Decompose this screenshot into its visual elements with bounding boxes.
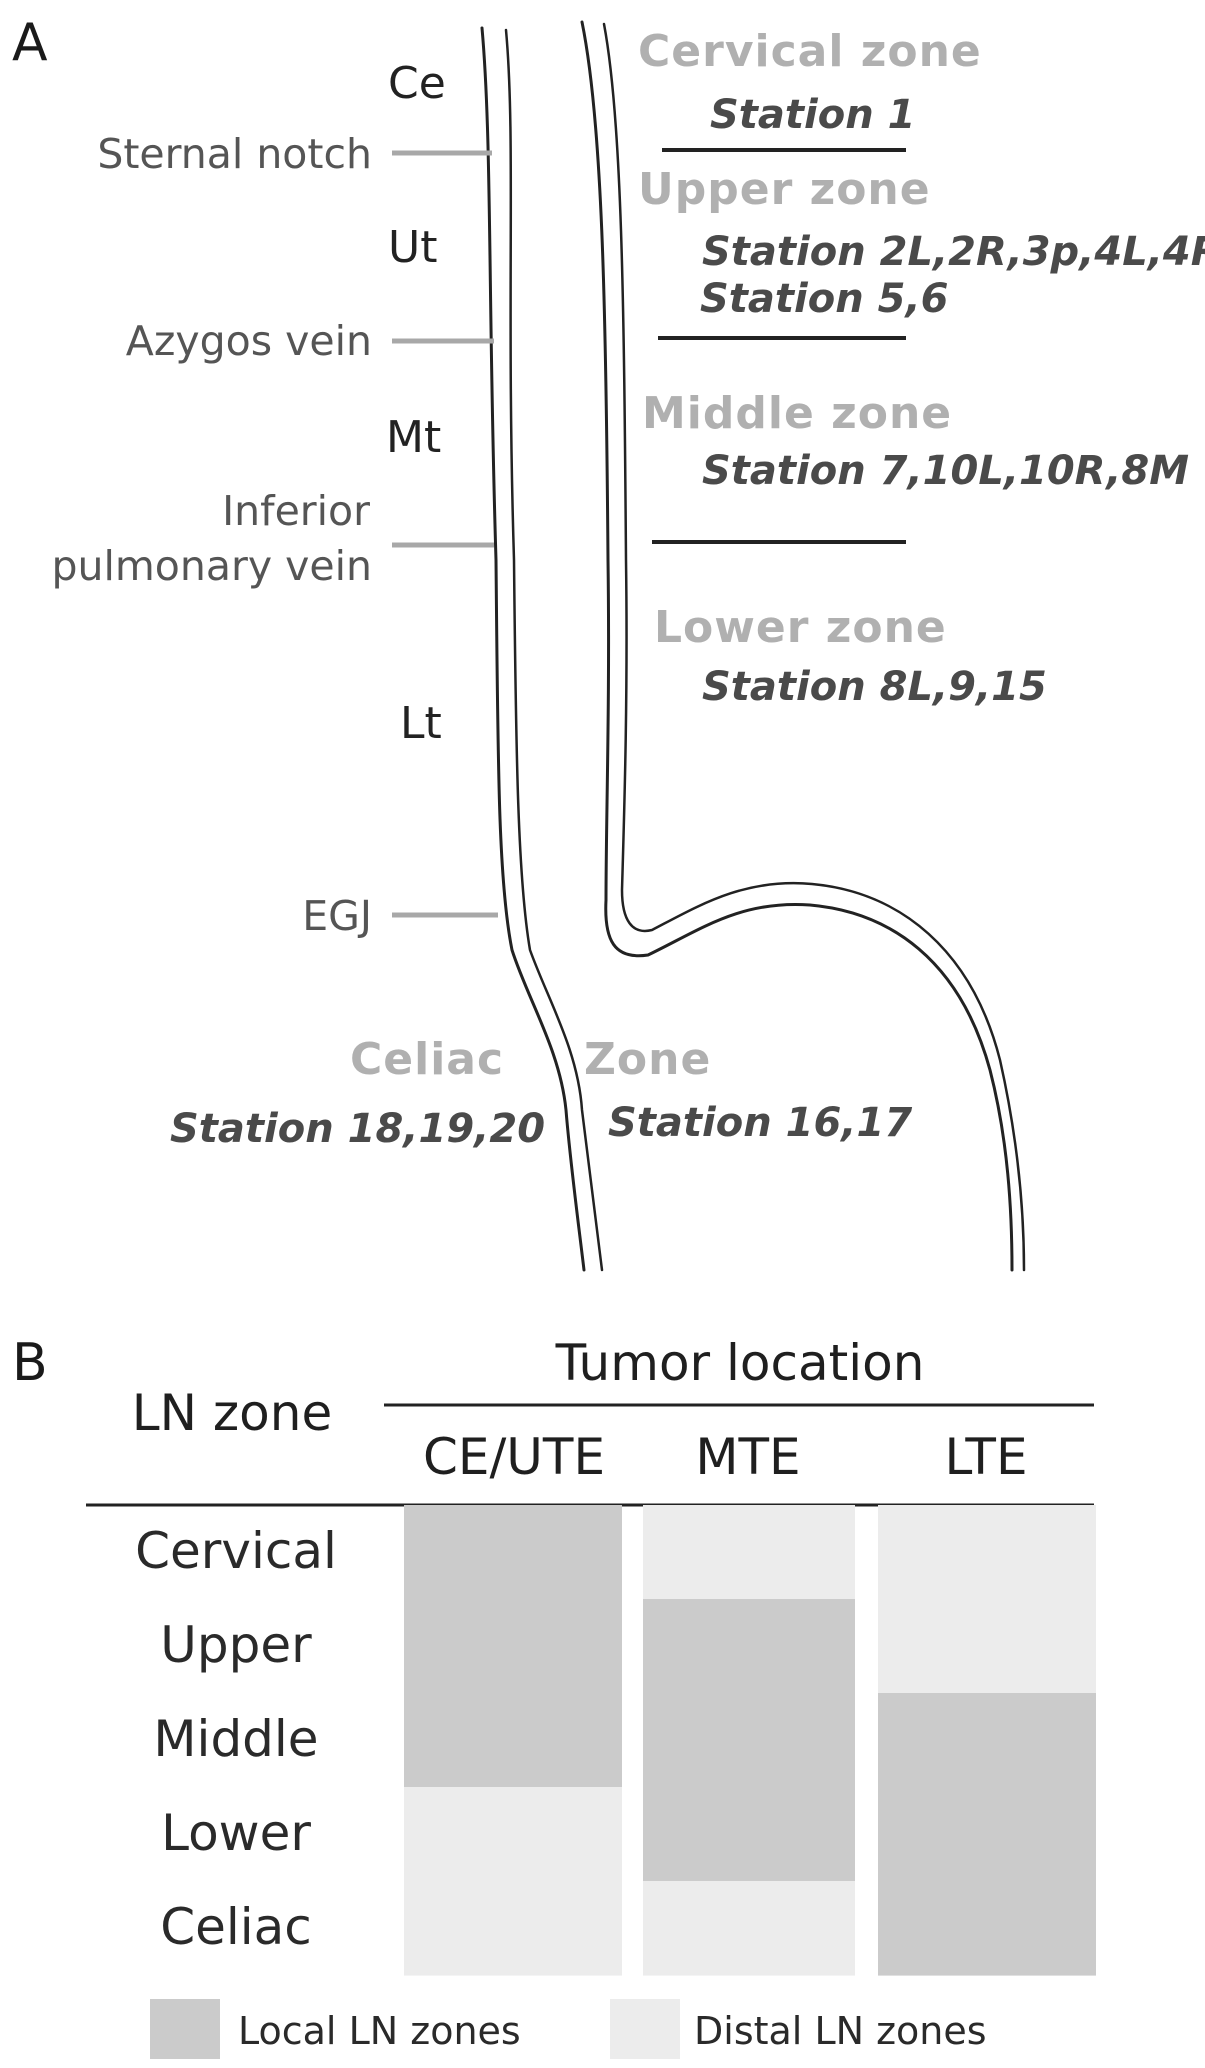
row-label-cervical: Cervical: [135, 1522, 337, 1580]
zone-cervical-stations: Station 1: [710, 92, 915, 138]
cell-mte-cervical-distal: [643, 1505, 855, 1600]
column-header-mte: MTE: [695, 1428, 800, 1486]
landmark-egj: EGJ: [302, 892, 372, 940]
landmark-inferior: Inferior: [222, 487, 370, 535]
segment-mt: Mt: [386, 412, 441, 463]
zone-celiac-stations-left: Station 18,19,20: [170, 1106, 545, 1152]
zone-celiac-title-left: Celiac: [350, 1034, 504, 1085]
zone-cervical-title: Cervical zone: [638, 26, 982, 77]
zone-upper-title: Upper zone: [638, 164, 931, 215]
zone-grid: [404, 1505, 1096, 1976]
esophagus-right-wall-outer: [580, 20, 1014, 1272]
legend-distal-swatch: [610, 1999, 680, 2059]
landmark-azygos-vein: Azygos vein: [126, 317, 372, 365]
legend-local-label: Local LN zones: [238, 2009, 521, 2053]
cell-ce-ute-lower-distal: [404, 1787, 622, 1882]
cell-mte-celiac-distal: [643, 1881, 855, 1976]
panel-b-label: B: [12, 1333, 48, 1393]
segment-ce: Ce: [388, 58, 446, 109]
column-group-header: Tumor location: [555, 1334, 925, 1392]
zone-upper-stations-2: Station 5,6: [700, 276, 949, 322]
legend-local-swatch: [150, 1999, 220, 2059]
cell-mte-lower-local: [643, 1787, 855, 1882]
cell-lte-upper-distal: [878, 1599, 1096, 1694]
segment-lt: Lt: [400, 698, 442, 749]
zone-middle-stations: Station 7,10L,10R,8M: [702, 448, 1189, 494]
panel-a-label: A: [12, 13, 48, 73]
esophagus-left-wall-outer: [480, 26, 586, 1272]
legend-distal-label: Distal LN zones: [694, 2009, 987, 2053]
cell-ce-ute-celiac-distal: [404, 1881, 622, 1976]
column-header-lte: LTE: [944, 1428, 1027, 1486]
cell-lte-lower-local: [878, 1787, 1096, 1882]
zone-middle-title: Middle zone: [642, 388, 952, 439]
zone-lower-stations: Station 8L,9,15: [702, 664, 1047, 710]
cell-mte-middle-local: [643, 1693, 855, 1788]
zone-celiac-stations-right: Station 16,17: [608, 1100, 912, 1146]
cell-ce-ute-upper-local: [404, 1599, 622, 1694]
zone-upper-stations-1: Station 2L,2R,3p,4L,4R: [702, 229, 1205, 275]
esophagus-drawing: [480, 20, 1026, 1272]
row-label-upper: Upper: [160, 1616, 312, 1674]
row-label-celiac: Celiac: [160, 1898, 312, 1956]
cell-lte-middle-local: [878, 1693, 1096, 1788]
row-label-lower: Lower: [161, 1804, 311, 1862]
cell-lte-cervical-distal: [878, 1505, 1096, 1600]
cell-ce-ute-middle-local: [404, 1693, 622, 1788]
cell-ce-ute-cervical-local: [404, 1505, 622, 1600]
zone-lower-title: Lower zone: [654, 602, 947, 653]
landmark-sternal-notch: Sternal notch: [97, 130, 372, 178]
row-label-middle: Middle: [153, 1710, 318, 1768]
row-header: LN zone: [132, 1384, 332, 1442]
column-header-ce-ute: CE/UTE: [423, 1428, 605, 1486]
cell-mte-upper-local: [643, 1599, 855, 1694]
segment-ut: Ut: [388, 222, 437, 273]
landmark-pulmonary-vein: pulmonary vein: [51, 542, 372, 590]
cell-lte-celiac-local: [878, 1881, 1096, 1976]
esophagus-left-wall-inner: [504, 28, 604, 1272]
esophagus-right-wall-inner: [602, 22, 1026, 1272]
zone-celiac-title-right: Zone: [584, 1034, 711, 1085]
